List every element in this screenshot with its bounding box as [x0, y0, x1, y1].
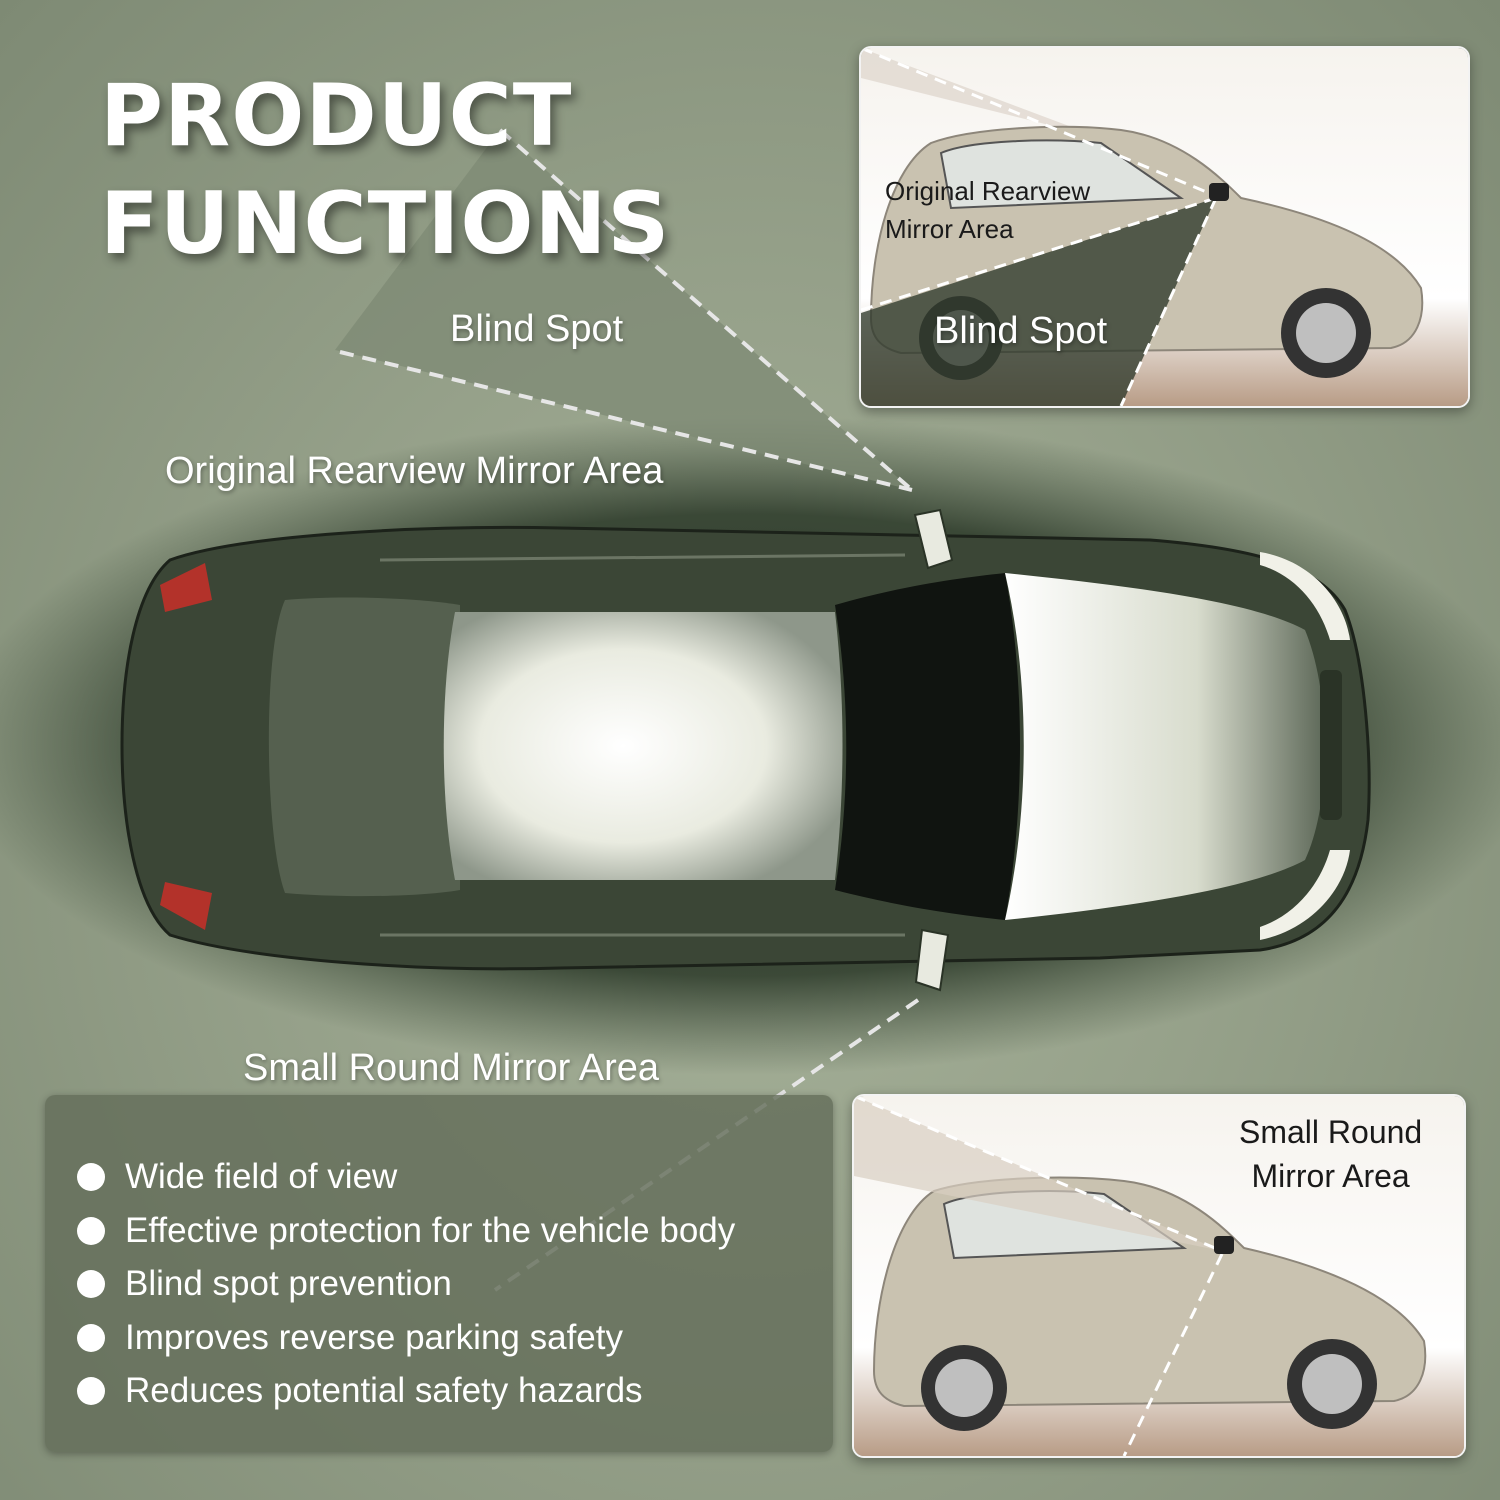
blind-spot-cone — [335, 130, 912, 490]
front-grille — [1320, 670, 1342, 820]
tail-light-right — [160, 882, 212, 930]
view-line — [1122, 1253, 1224, 1456]
panel-rearview-label-line-2: Mirror Area — [885, 214, 1014, 244]
blind-spot-wedge — [861, 198, 1216, 406]
car-hood — [1005, 573, 1325, 920]
view-line — [861, 48, 1217, 198]
headline-line-1: PRODUCT — [100, 66, 573, 166]
side-mirror-upper — [913, 508, 954, 570]
car-roof — [443, 612, 843, 880]
blind-spot-label: Blind Spot — [450, 308, 624, 350]
panel-blind-spot-label: Blind Spot — [934, 310, 1108, 352]
feature-item: Effective protection for the vehicle bod… — [77, 1204, 833, 1258]
headline: PRODUCT FUNCTIONS — [100, 62, 670, 278]
panel-round-mirror-label: Small Round Mirror Area — [1239, 1110, 1422, 1198]
round-mirror-view-wedge — [854, 1096, 1222, 1251]
panel-rearview-label-line-1: Original Rearview — [885, 176, 1091, 206]
view-line — [854, 1096, 1223, 1253]
feature-item: Blind spot prevention — [77, 1257, 833, 1311]
front-bumper — [1260, 850, 1350, 940]
panel-round-mirror-label-line-1: Small Round — [1239, 1114, 1423, 1150]
side-mirror — [1209, 183, 1229, 201]
side-view-panel-round-mirror: Small Round Mirror Area — [852, 1094, 1466, 1458]
side-mirror-lower — [914, 928, 950, 992]
panel-rearview-label: Original Rearview Mirror Area — [885, 172, 1090, 248]
side-car-wheel-rim — [1302, 1354, 1362, 1414]
features-list: Wide field of view Effective protection … — [45, 1095, 833, 1418]
headline-line-2: FUNCTIONS — [100, 174, 671, 274]
features-panel: Wide field of view Effective protection … — [45, 1095, 833, 1452]
feature-item: Wide field of view — [77, 1150, 833, 1204]
windshield — [835, 573, 1020, 920]
side-view-panel-rearview: Original Rearview Mirror Area Blind Spot — [859, 46, 1470, 408]
side-car-wheel-rim — [1296, 303, 1356, 363]
side-view-car-illustration — [861, 48, 1468, 406]
side-window-line — [379, 553, 906, 562]
view-line — [861, 196, 1217, 312]
view-line — [1119, 197, 1218, 406]
side-car-wheel-rim — [935, 1359, 993, 1417]
rearview-mirror-area-label: Original Rearview Mirror Area — [165, 450, 664, 492]
round-mirror-area-label: Small Round Mirror Area — [243, 1047, 660, 1089]
side-view-car-illustration — [854, 1096, 1464, 1456]
front-bumper — [1260, 552, 1350, 640]
panel-round-mirror-label-line-2: Mirror Area — [1251, 1158, 1410, 1194]
side-mirror — [1214, 1236, 1234, 1254]
feature-item: Improves reverse parking safety — [77, 1311, 833, 1365]
feature-item: Reduces potential safety hazards — [77, 1364, 833, 1418]
car-top-view — [120, 508, 1371, 992]
blind-spot-cone-edge — [339, 350, 913, 492]
tail-light-left — [160, 563, 212, 612]
rear-window — [268, 597, 460, 897]
